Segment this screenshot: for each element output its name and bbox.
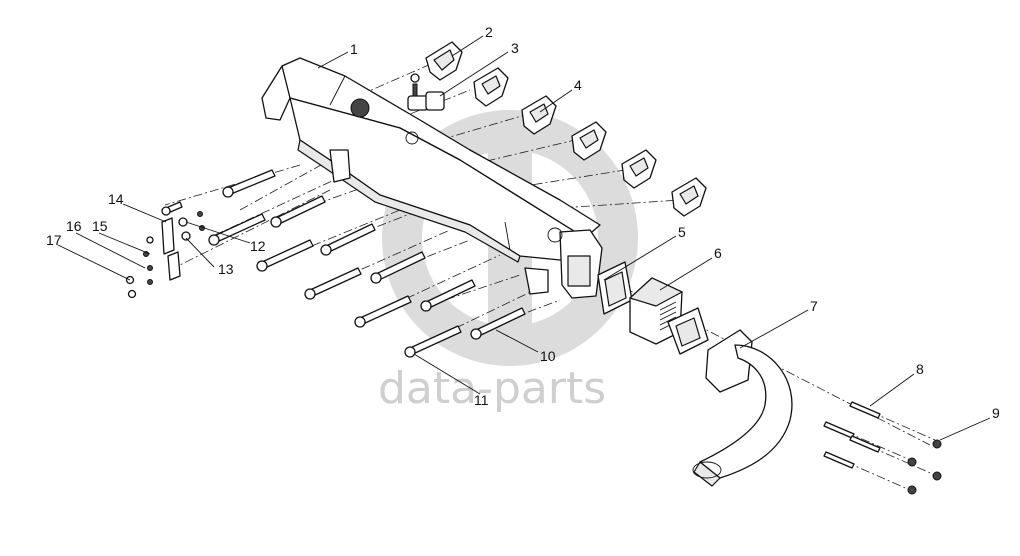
callout-16: 16 bbox=[66, 218, 82, 234]
callout-11: 11 bbox=[474, 392, 489, 408]
callout-10: 10 bbox=[540, 348, 556, 364]
callout-2: 2 bbox=[485, 24, 493, 40]
flange-gasket bbox=[597, 261, 633, 315]
callout-7: 7 bbox=[810, 298, 818, 314]
callout-1: 1 bbox=[350, 41, 358, 57]
callout-labels: 1 2 3 4 5 6 7 8 9 10 11 12 13 14 15 16 1… bbox=[46, 24, 1000, 421]
callout-15: 15 bbox=[92, 218, 108, 234]
gasket-set bbox=[425, 41, 707, 217]
manifold-body bbox=[261, 57, 603, 299]
callout-17: 17 bbox=[46, 232, 62, 248]
callout-4: 4 bbox=[574, 77, 582, 93]
adapter-block bbox=[629, 277, 709, 355]
callout-5: 5 bbox=[678, 224, 686, 240]
callout-6: 6 bbox=[714, 245, 722, 261]
callout-9: 9 bbox=[992, 405, 1000, 421]
callout-14: 14 bbox=[108, 191, 124, 207]
callout-3: 3 bbox=[511, 40, 519, 56]
callout-13: 13 bbox=[218, 261, 234, 277]
sensor bbox=[407, 73, 445, 111]
elbow-pipe bbox=[692, 329, 793, 487]
watermark-text: data-parts bbox=[378, 363, 606, 414]
callout-8: 8 bbox=[916, 361, 924, 377]
callout-leaders bbox=[57, 35, 991, 441]
callout-12: 12 bbox=[250, 238, 266, 254]
long-bolts bbox=[161, 169, 526, 358]
studs-and-nuts bbox=[823, 401, 942, 495]
